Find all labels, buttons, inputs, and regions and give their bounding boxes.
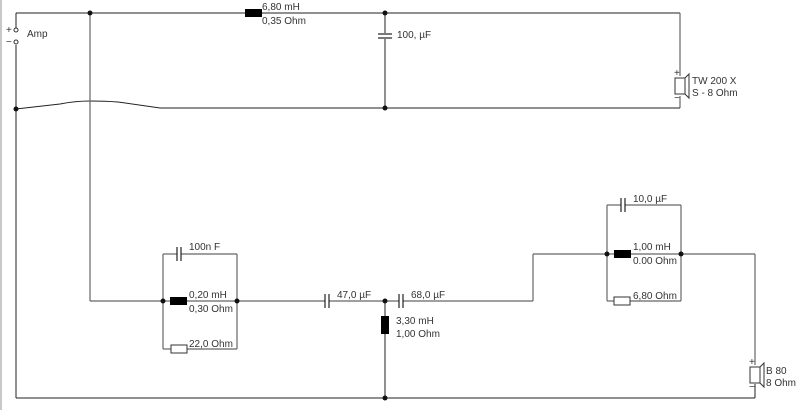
capacitor-value: 100n F bbox=[189, 242, 220, 253]
speaker-minus: − bbox=[674, 93, 680, 104]
notch-network-inductor[interactable]: 1,00 mH 0.00 Ohm bbox=[614, 242, 677, 267]
amp[interactable]: + − Amp bbox=[6, 25, 48, 48]
speaker-plus: + bbox=[674, 68, 680, 79]
series-capacitor-1[interactable]: 47,0 µF bbox=[324, 290, 371, 308]
node bbox=[382, 395, 388, 401]
node bbox=[87, 10, 93, 16]
node bbox=[382, 10, 388, 16]
node bbox=[678, 251, 684, 257]
inductor-icon bbox=[245, 9, 262, 17]
notch-network-capacitor[interactable]: 10,0 µF bbox=[620, 194, 667, 212]
inductor-resistance: 0,30 Ohm bbox=[189, 304, 233, 315]
inductor-value: 1,00 mH bbox=[633, 242, 671, 253]
tweeter-shunt-capacitor[interactable]: 100, µF bbox=[378, 30, 431, 41]
amp-label: Amp bbox=[27, 29, 48, 40]
capacitor-value: 47,0 µF bbox=[337, 290, 371, 301]
inductor-value: 0,20 mH bbox=[189, 290, 227, 301]
input-network-capacitor[interactable]: 100n F bbox=[176, 242, 220, 261]
resistor-value: 22,0 Ohm bbox=[189, 339, 233, 350]
speaker-cone bbox=[684, 72, 690, 100]
inductor-value: 3,30 mH bbox=[396, 316, 434, 327]
inductor-icon bbox=[614, 250, 631, 258]
speaker-icon bbox=[749, 366, 761, 384]
speaker-icon bbox=[674, 77, 686, 95]
wire-tweeter-return bbox=[15, 100, 680, 110]
series-capacitor-2[interactable]: 68,0 µF bbox=[398, 290, 445, 308]
speaker-plus: + bbox=[749, 357, 755, 368]
node bbox=[382, 298, 388, 304]
amp-plus-sign: + bbox=[6, 25, 12, 36]
inductor-resistance: 1,00 Ohm bbox=[396, 329, 440, 340]
speaker-cone bbox=[759, 361, 765, 389]
amp-minus-terminal[interactable] bbox=[13, 39, 19, 45]
resistor-icon bbox=[170, 344, 188, 354]
speaker-spec: S - 8 Ohm bbox=[692, 88, 738, 99]
tweeter-speaker[interactable]: + − TW 200 X S - 8 Ohm bbox=[674, 68, 738, 104]
inductor-resistance: 0,35 Ohm bbox=[262, 16, 306, 27]
input-network-inductor[interactable]: 0,20 mH 0,30 Ohm bbox=[170, 290, 233, 315]
capacitor-value: 10,0 µF bbox=[633, 194, 667, 205]
nodes bbox=[13, 10, 684, 401]
speaker-spec: 8 Ohm bbox=[766, 378, 796, 389]
input-network-resistor[interactable]: 22,0 Ohm bbox=[170, 339, 233, 354]
inductor-icon bbox=[170, 297, 187, 305]
inductor-resistance: 0.00 Ohm bbox=[633, 256, 677, 267]
shunt-inductor[interactable]: 3,30 mH 1,00 Ohm bbox=[381, 316, 440, 340]
inductor-value: 6,80 mH bbox=[262, 2, 300, 13]
resistor-icon bbox=[613, 296, 631, 306]
node bbox=[13, 106, 19, 112]
amp-plus-terminal[interactable] bbox=[13, 27, 19, 33]
inductor-icon bbox=[381, 316, 389, 334]
wires bbox=[15, 12, 756, 399]
resistor-value: 6,80 Ohm bbox=[633, 291, 677, 302]
amp-minus-sign: − bbox=[6, 37, 12, 48]
speaker-name: TW 200 X bbox=[692, 76, 737, 87]
node bbox=[382, 105, 388, 111]
tweeter-series-inductor[interactable]: 6,80 mH 0,35 Ohm bbox=[245, 2, 306, 27]
notch-network-resistor[interactable]: 6,80 Ohm bbox=[613, 291, 677, 306]
capacitor-value: 100, µF bbox=[397, 30, 431, 41]
left-border bbox=[0, 0, 2, 410]
node bbox=[160, 298, 166, 304]
speaker-minus: − bbox=[749, 382, 755, 393]
capacitor-value: 68,0 µF bbox=[411, 290, 445, 301]
node bbox=[234, 298, 240, 304]
speaker-name: B 80 bbox=[766, 366, 787, 377]
woofer-speaker[interactable]: + − B 80 8 Ohm bbox=[749, 357, 796, 393]
node bbox=[604, 251, 610, 257]
